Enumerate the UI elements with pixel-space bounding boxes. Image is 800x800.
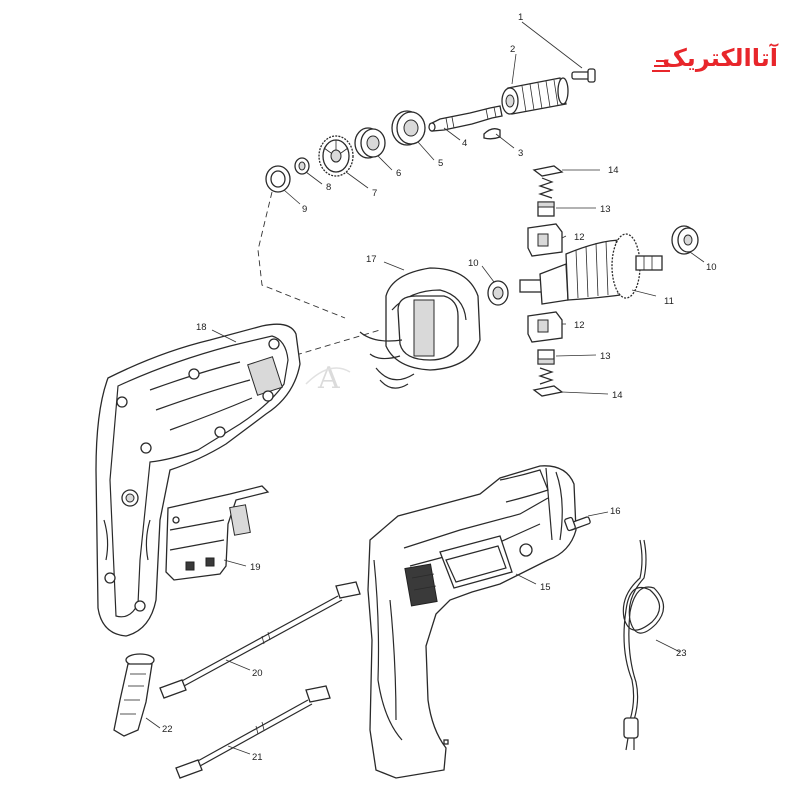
- part-4-spindle: [428, 105, 503, 132]
- part-18-housing: [95, 323, 301, 637]
- label-15: 15: [540, 582, 551, 593]
- label-22: 22: [162, 724, 173, 735]
- brand-logo: آتاالکتریک: [652, 42, 778, 82]
- brand-swoosh-icon: [652, 60, 670, 72]
- part-13-brush-bottom: [537, 349, 555, 365]
- label-10-right: 10: [706, 262, 717, 273]
- part-2-chuck: [501, 77, 569, 115]
- label-6: 6: [396, 168, 401, 179]
- label-10-left: 10: [468, 258, 479, 269]
- label-23: 23: [676, 648, 687, 659]
- leader-lines: [145, 21, 705, 755]
- part-3-key: [483, 128, 501, 140]
- label-14-bottom: 14: [612, 390, 623, 401]
- label-5: 5: [438, 158, 443, 169]
- label-8: 8: [326, 182, 331, 193]
- part-12-brush-holder-bottom: [527, 311, 563, 343]
- part-23-power-cord: [622, 539, 665, 751]
- part-labels: 1 2 3 4 5 6 7 8 9 10 10 11 12 12 13 13 1…: [162, 12, 717, 763]
- label-9: 9: [302, 204, 307, 215]
- part-6-bearing: [354, 127, 386, 159]
- label-1: 1: [518, 12, 523, 23]
- part-19-switch: [165, 485, 270, 581]
- part-10-bearing-right: [671, 225, 699, 255]
- part-13-brush-top: [537, 201, 555, 217]
- part-22-cord-guard: [113, 653, 155, 737]
- part-17-stator: [359, 267, 481, 389]
- label-2: 2: [510, 44, 515, 55]
- label-19: 19: [250, 562, 261, 573]
- part-12-brush-holder-top: [527, 223, 563, 257]
- svg-text:A: A: [317, 361, 340, 396]
- part-21-bar: [175, 685, 331, 779]
- part-1-screw: [571, 68, 596, 83]
- part-16-screw: [564, 516, 591, 532]
- label-11: 11: [664, 296, 674, 307]
- label-13-bottom: 13: [600, 351, 611, 362]
- part-8-washer: [294, 157, 310, 175]
- part-7-gear: [318, 135, 354, 177]
- label-4: 4: [462, 138, 467, 149]
- part-15-drill-body: [367, 465, 577, 779]
- part-9-ring: [265, 165, 291, 193]
- label-16: 16: [610, 506, 621, 517]
- label-12-top: 12: [574, 232, 585, 243]
- brush-spring-bottom: [538, 367, 554, 385]
- label-14-top: 14: [608, 165, 619, 176]
- part-14-brush-cap-bottom: [532, 385, 564, 397]
- assembly-dash-line-2: [295, 329, 381, 356]
- label-12-bottom: 12: [574, 320, 585, 331]
- label-7: 7: [372, 188, 377, 199]
- part-11-armature: [519, 233, 663, 305]
- label-20: 20: [252, 668, 263, 679]
- label-3: 3: [518, 148, 523, 159]
- label-13-top: 13: [600, 204, 611, 215]
- part-5-bearing: [391, 110, 426, 146]
- part-14-brush-cap-top: [532, 165, 564, 177]
- part-20-bar: [159, 581, 361, 699]
- brush-spring-top: [538, 177, 554, 199]
- brand-logo-text: آتاالکتریک: [662, 44, 778, 72]
- label-17: 17: [366, 254, 377, 265]
- watermark-logo: A: [305, 361, 351, 396]
- part-10-bearing-left: [487, 280, 509, 306]
- label-21: 21: [252, 752, 263, 763]
- label-18: 18: [196, 322, 207, 333]
